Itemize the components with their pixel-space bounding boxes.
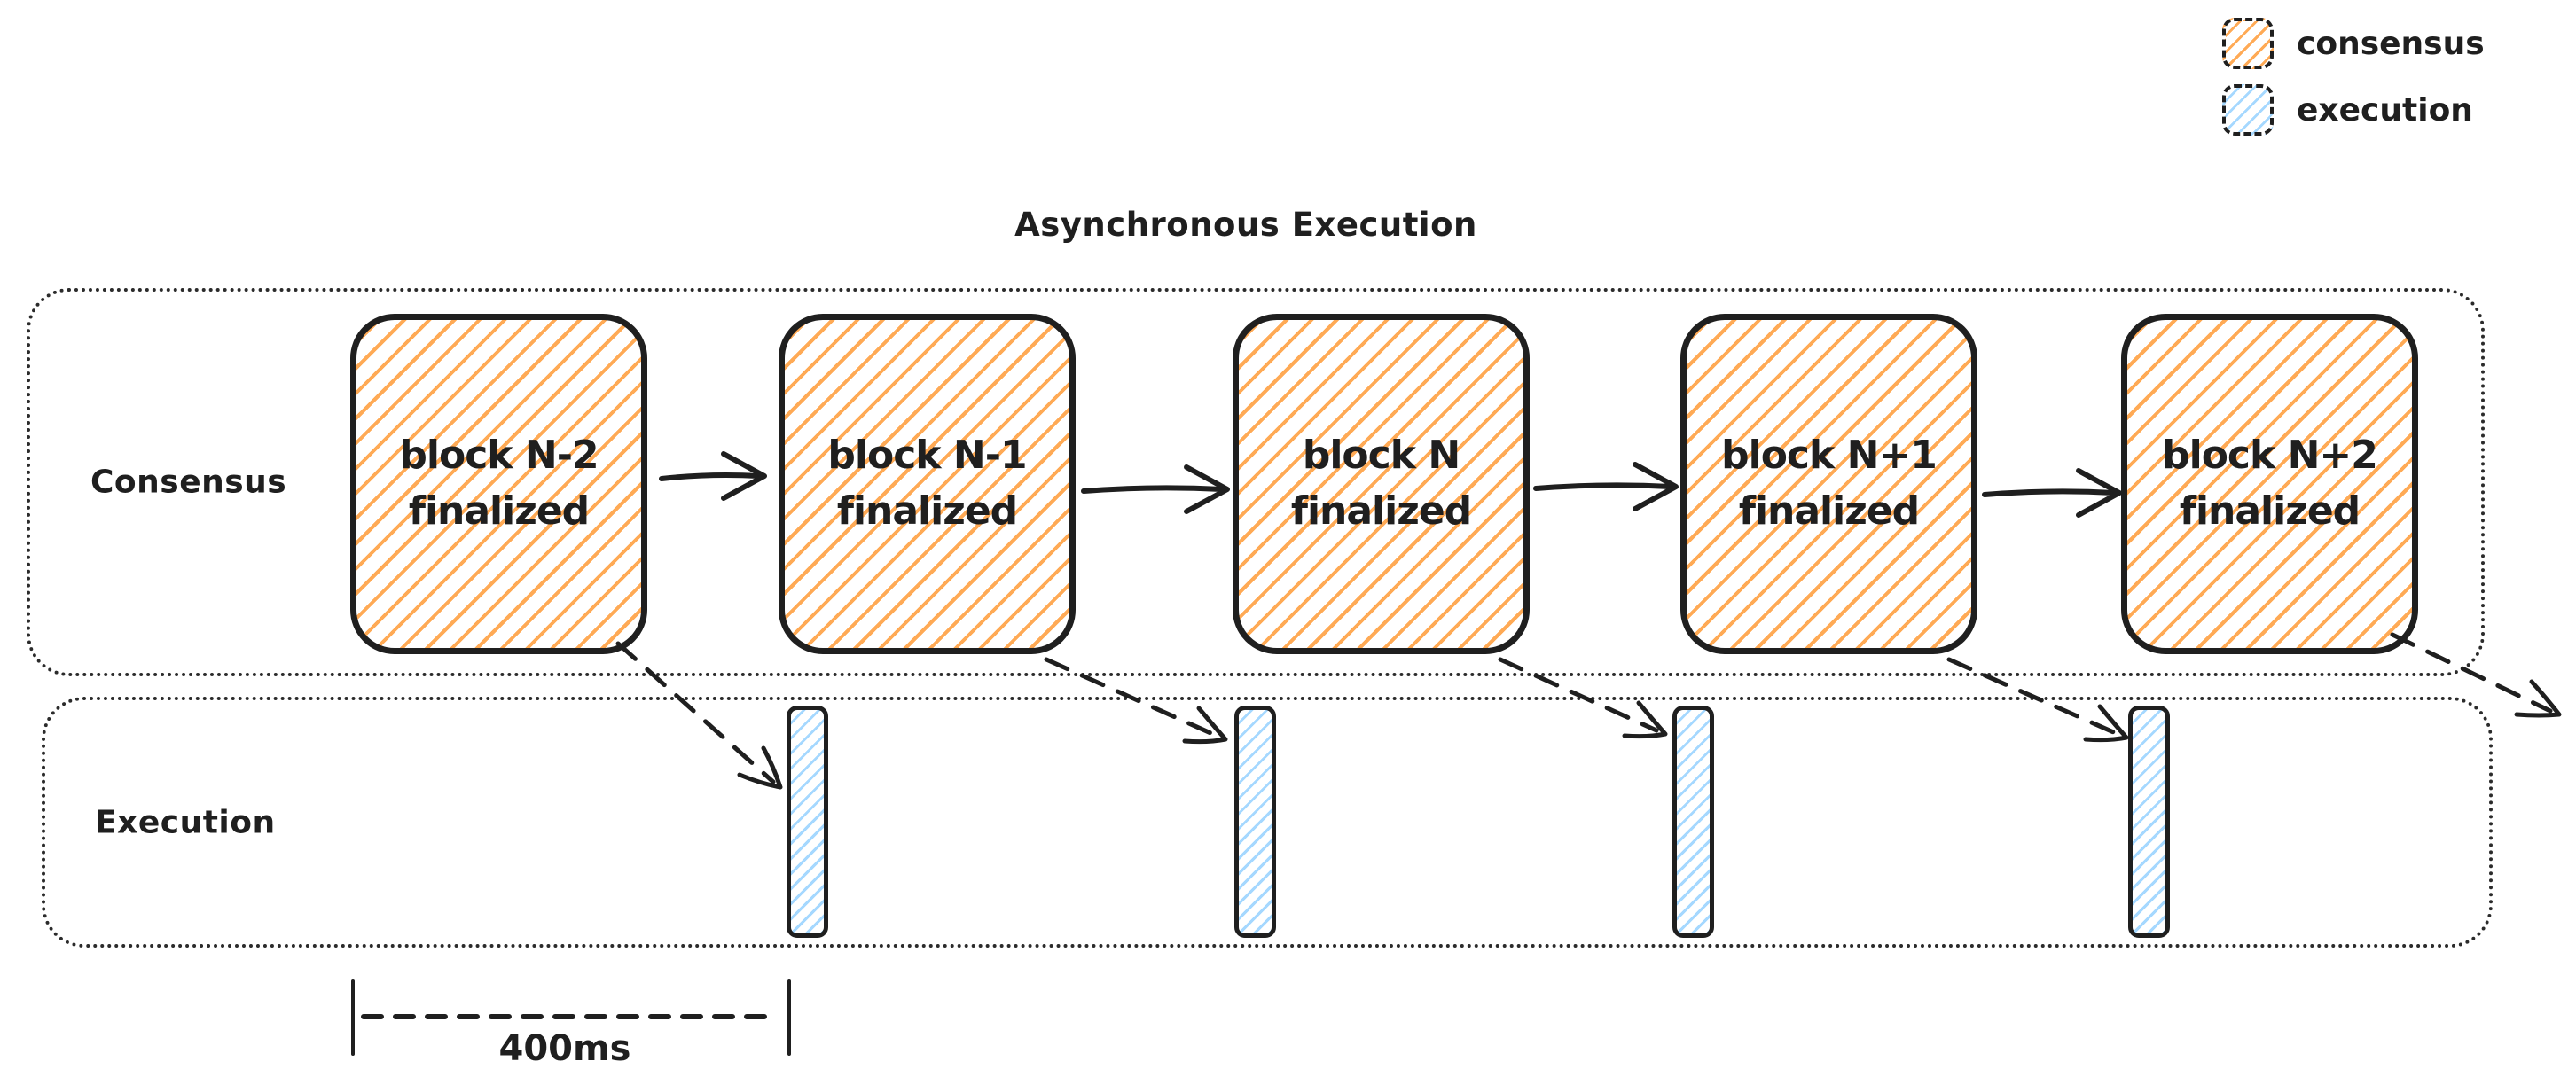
block-title: block N-2 (399, 433, 599, 479)
consensus-swatch-icon (2222, 18, 2274, 69)
block-title: block N+2 (2162, 433, 2378, 479)
block-subtitle: finalized (1290, 488, 1472, 534)
diagram-title: Asynchronous Execution (1014, 206, 1477, 244)
execution-swatch-icon (2222, 84, 2274, 136)
dashed-arrow-head (2514, 679, 2562, 718)
execution-bar-1 (787, 706, 828, 938)
consensus-lane: Consensus (27, 288, 2485, 676)
legend: consensus execution (2222, 18, 2485, 136)
dimension-label: 400ms (498, 1028, 631, 1069)
legend-label-execution: execution (2297, 91, 2473, 129)
execution-bar-4 (2128, 706, 2170, 938)
execution-lane-label: Execution (95, 804, 276, 840)
consensus-block-n-plus-1: block N+1 finalized (1680, 314, 1977, 654)
consensus-block-n-minus-1: block N-1 finalized (779, 314, 1076, 654)
block-subtitle: finalized (408, 488, 590, 534)
execution-lane: Execution (42, 697, 2493, 948)
consensus-block-n: block N finalized (1233, 314, 1530, 654)
block-subtitle: finalized (1738, 488, 1920, 534)
consensus-block-n-plus-2: block N+2 finalized (2121, 314, 2418, 654)
execution-bar-2 (1234, 706, 1276, 938)
execution-bar-3 (1672, 706, 1714, 938)
legend-item-consensus: consensus (2222, 18, 2485, 69)
block-subtitle: finalized (2179, 488, 2361, 534)
legend-item-execution: execution (2222, 84, 2485, 136)
block-title: block N (1302, 433, 1460, 479)
block-title: block N-1 (827, 433, 1027, 479)
block-subtitle: finalized (836, 488, 1018, 534)
consensus-lane-label: Consensus (90, 464, 287, 501)
block-title: block N+1 (1721, 433, 1938, 479)
consensus-block-n-minus-2: block N-2 finalized (350, 314, 647, 654)
legend-label-consensus: consensus (2297, 25, 2485, 62)
